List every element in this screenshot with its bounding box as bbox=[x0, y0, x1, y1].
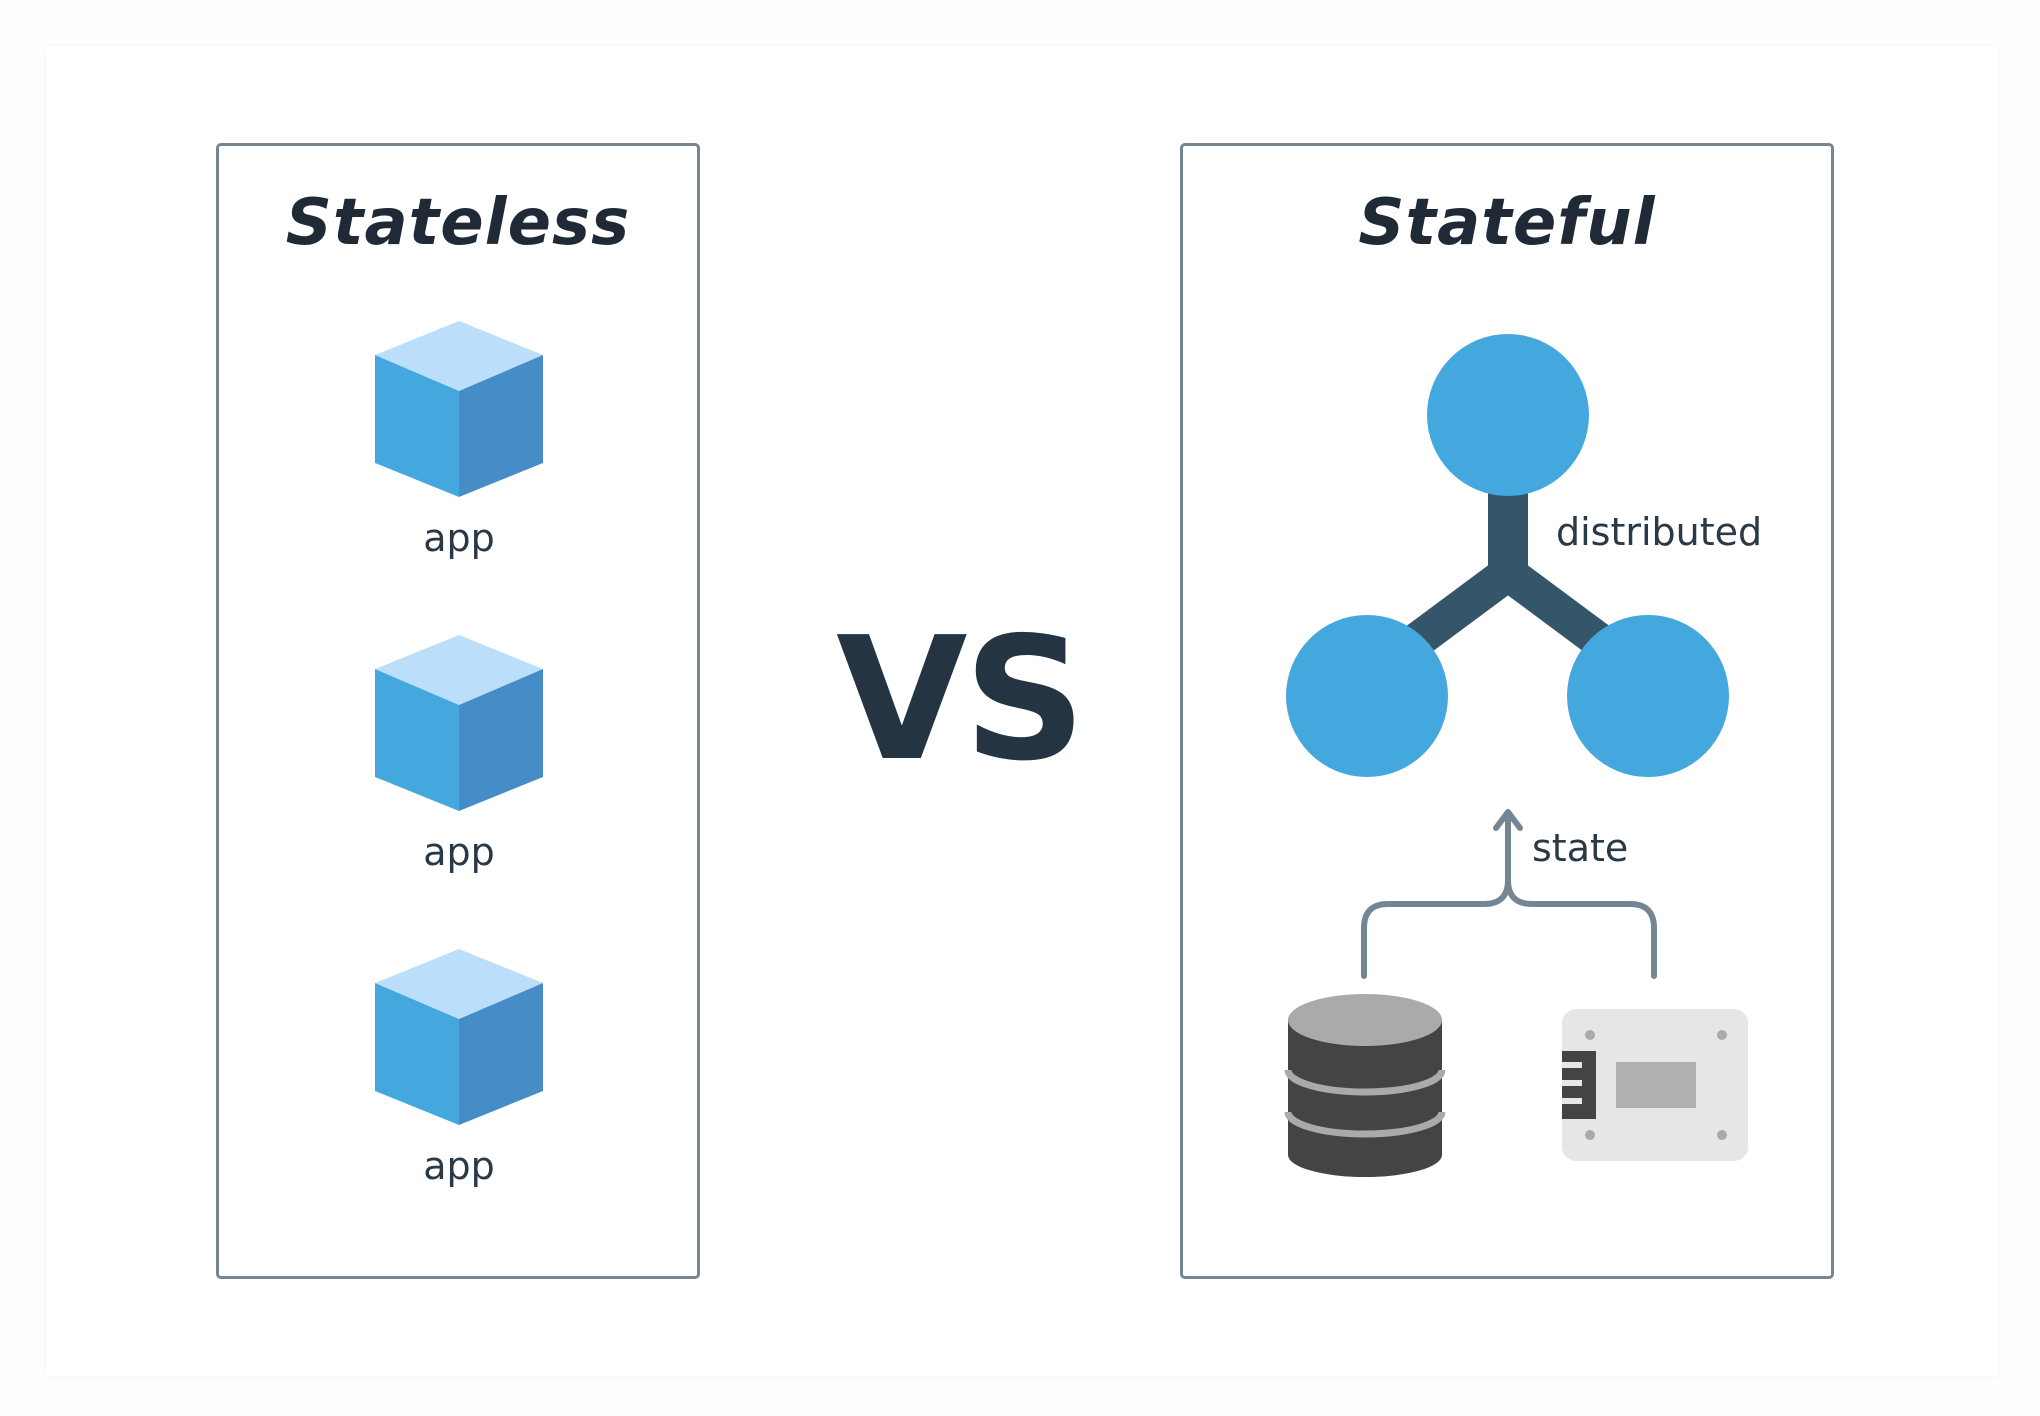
stateful-title: Stateful bbox=[1358, 186, 1656, 260]
vs-label: VS bbox=[836, 601, 1086, 799]
app-cube-icon bbox=[375, 949, 543, 1125]
app-cube-icon bbox=[375, 635, 543, 811]
app-label: app bbox=[423, 516, 495, 560]
stateless-title: Stateless bbox=[285, 186, 631, 260]
state-label: state bbox=[1532, 826, 1629, 870]
app-label: app bbox=[423, 1144, 495, 1188]
app-cube-icon bbox=[375, 321, 543, 497]
stateful-panel: Stateful bbox=[1180, 143, 1834, 1279]
distributed-label: distributed bbox=[1556, 510, 1763, 554]
app-label: app bbox=[423, 830, 495, 874]
